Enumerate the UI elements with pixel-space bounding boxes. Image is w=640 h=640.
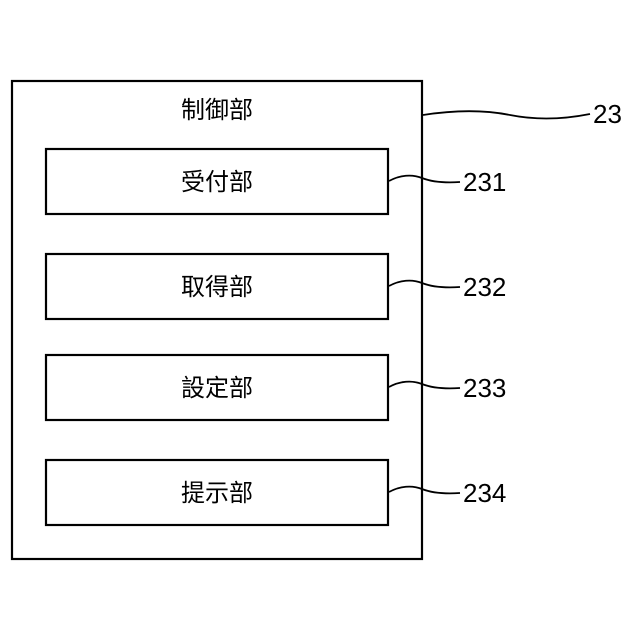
unit-ref-number: 231 <box>463 167 506 197</box>
unit-label: 提示部 <box>181 479 253 507</box>
unit-ref-number: 234 <box>463 478 506 508</box>
unit-label: 取得部 <box>181 273 253 301</box>
controller-label: 制御部 <box>181 96 253 124</box>
unit-block-231: 受付部 231 <box>46 149 506 214</box>
controller-ref-number: 23 <box>593 99 622 129</box>
unit-label: 設定部 <box>181 374 253 402</box>
controller-leader-line <box>423 111 590 118</box>
unit-block-233: 設定部 233 <box>46 355 506 420</box>
unit-block-232: 取得部 232 <box>46 254 506 319</box>
unit-ref-number: 232 <box>463 272 506 302</box>
unit-ref-number: 233 <box>463 373 506 403</box>
unit-label: 受付部 <box>181 168 253 196</box>
unit-block-234: 提示部 234 <box>46 460 506 525</box>
